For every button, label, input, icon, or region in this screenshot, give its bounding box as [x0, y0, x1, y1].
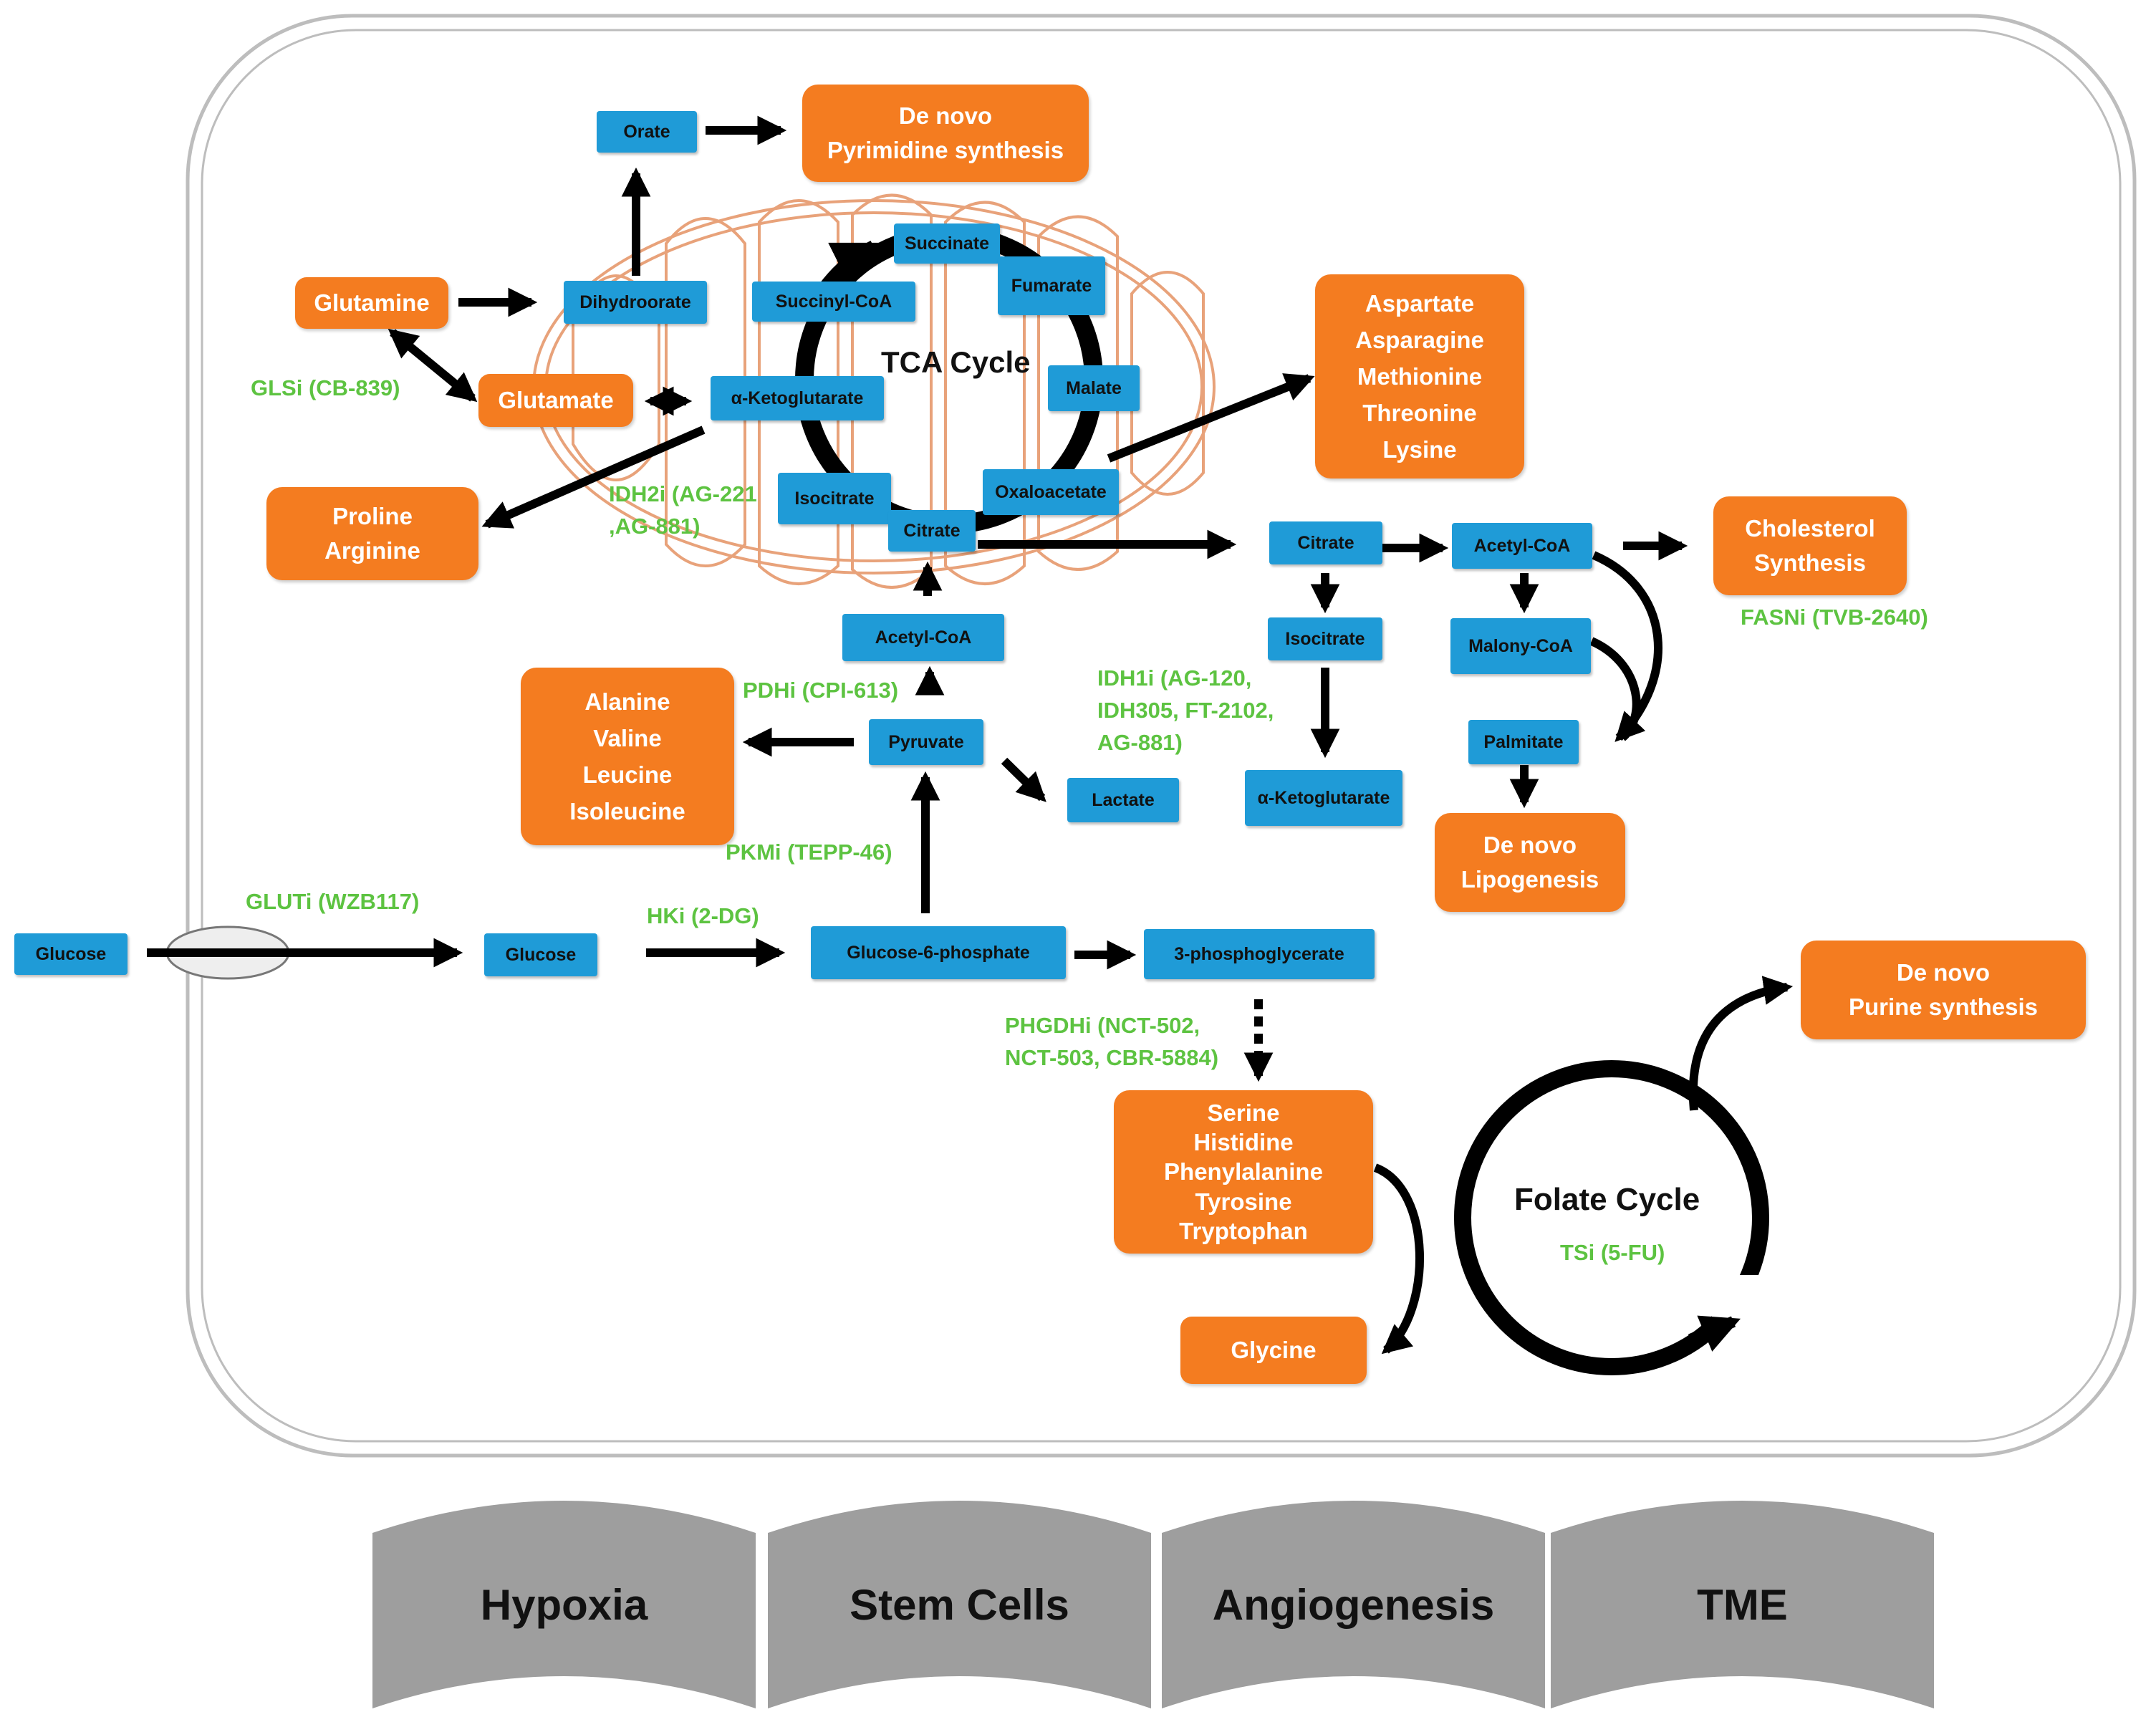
folate-cycle-label: Folate Cycle: [1514, 1182, 1700, 1217]
glutamine-box: Glutamine: [295, 277, 448, 329]
pyrimidine-synthesis-box: De novo Pyrimidine synthesis: [802, 85, 1089, 182]
hki-label: HKi (2-DG): [647, 903, 759, 928]
pathway-arrows: [147, 115, 1688, 1082]
glutamate-box: Glutamate: [478, 374, 633, 427]
tab-tme-label: TME: [1697, 1580, 1788, 1629]
glucose-6-phosphate-box: Glucose-6-phosphate: [811, 926, 1066, 979]
pyrimidine-line-1: De novo: [898, 102, 993, 130]
valine-label: Valine: [593, 724, 662, 751]
folate-cycle-ring: [1454, 1060, 1769, 1375]
fasni-label: FASNi (TVB-2640): [1741, 605, 1928, 630]
tab-hypoxia-label: Hypoxia: [480, 1580, 648, 1629]
oxaloacetate-box: Oxaloacetate: [983, 469, 1119, 515]
arginine-label: Arginine: [324, 537, 420, 564]
pkmi-label: PKMi (TEPP-46): [726, 840, 892, 865]
cholesterol-synthesis-box: Cholesterol Synthesis: [1713, 496, 1907, 595]
glsi-label: GLSi (CB-839): [251, 375, 400, 400]
malate-box: Malate: [1048, 365, 1140, 411]
methionine-label: Methionine: [1357, 362, 1483, 390]
proline-label: Proline: [332, 503, 413, 530]
tab-stem-cells: Stem Cells: [768, 1501, 1151, 1708]
isoleucine-label: Isoleucine: [569, 798, 685, 825]
cholesterol-line-1: Cholesterol: [1745, 515, 1875, 542]
idh1i-label: IDH1i (AG-120, IDH305, FT-2102, AG-881): [1097, 663, 1274, 759]
lipogenesis-box: De novo Lipogenesis: [1435, 813, 1625, 912]
glucose-intracellular-box: Glucose: [484, 933, 597, 976]
leucine-label: Leucine: [582, 761, 673, 788]
tab-angiogenesis-label: Angiogenesis: [1212, 1580, 1495, 1629]
cholesterol-line-2: Synthesis: [1754, 549, 1866, 576]
isocitrate-mito-box: Isocitrate: [778, 473, 891, 524]
histidine-label: Histidine: [1193, 1129, 1294, 1156]
tab-angiogenesis: Angiogenesis: [1162, 1501, 1545, 1708]
succinyl-coa-box: Succinyl-CoA: [752, 282, 915, 322]
isocitrate-cyto-box: Isocitrate: [1268, 617, 1382, 660]
asparagine-label: Asparagine: [1355, 326, 1484, 353]
aspartate-label: Aspartate: [1365, 289, 1475, 317]
alanine-label: Alanine: [584, 688, 670, 715]
glycine-box: Glycine: [1180, 1317, 1367, 1384]
pdhi-label: PDHi (CPI-613): [743, 678, 899, 703]
orate-box: Orate: [597, 111, 697, 153]
phgdhi-label: PHGDHi (NCT-502, NCT-503, CBR-5884): [1005, 1010, 1218, 1074]
purine-line-2: Purine synthesis: [1848, 994, 2039, 1020]
idh2i-line-1: IDH2i (AG-221: [609, 481, 757, 506]
tab-tme: TME: [1551, 1501, 1934, 1708]
lysine-label: Lysine: [1382, 436, 1457, 463]
idh1i-line-3: AG-881): [1097, 729, 1183, 755]
idh2i-label: IDH2i (AG-221 ,AG-881): [609, 479, 757, 543]
lipogenesis-line-2: Lipogenesis: [1460, 866, 1599, 893]
tsi-label: TSi (5-FU): [1560, 1240, 1665, 1265]
pyrimidine-line-2: Pyrimidine synthesis: [827, 137, 1064, 163]
purine-line-1: De novo: [1896, 959, 1991, 986]
proline-arginine-box: Proline Arginine: [266, 487, 478, 580]
pyruvate-box: Pyruvate: [869, 719, 983, 765]
tryptophan-label: Tryptophan: [1179, 1217, 1308, 1244]
acetyl-coa-mito-box: Acetyl-CoA: [842, 614, 1004, 661]
idh2i-line-2: ,AG-881): [609, 513, 701, 539]
dashed-arrow-stems: [921, 809, 1263, 1053]
phgdhi-line-2: NCT-503, CBR-5884): [1005, 1044, 1219, 1070]
serine-label: Serine: [1207, 1099, 1280, 1126]
malonyl-coa-box: Malony-CoA: [1450, 618, 1591, 674]
gluti-label: GLUTi (WZB117): [246, 889, 420, 914]
idh1i-line-2: IDH305, FT-2102,: [1097, 697, 1274, 723]
aspartate-group-box: Aspartate Asparagine Methionine Threonin…: [1315, 274, 1524, 479]
cell-membrane-inner: [201, 29, 2122, 1443]
palmitate-box: Palmitate: [1468, 720, 1579, 764]
phenylalanine-label: Phenylalanine: [1164, 1158, 1323, 1186]
acetyl-coa-cyto-box: Acetyl-CoA: [1452, 523, 1592, 569]
tab-stem-cells-label: Stem Cells: [850, 1580, 1069, 1629]
cell-membrane-outer: [186, 14, 2137, 1458]
folate-cycle-arrow: [1688, 1315, 1741, 1352]
curved-arrows: [1373, 551, 1794, 1355]
alpha-ketoglutarate-mito-box: α-Ketoglutarate: [711, 376, 884, 420]
lipogenesis-line-1: De novo: [1483, 832, 1577, 859]
lactate-box: Lactate: [1067, 778, 1179, 822]
tca-cycle-label: TCA Cycle: [881, 345, 1031, 379]
tyrosine-label: Tyrosine: [1195, 1188, 1292, 1215]
purine-synthesis-box: De novo Purine synthesis: [1801, 941, 2086, 1039]
citrate-cyto-box: Citrate: [1269, 521, 1382, 564]
fumarate-box: Fumarate: [998, 256, 1105, 315]
tab-hypoxia: Hypoxia: [372, 1501, 756, 1708]
idh1i-line-1: IDH1i (AG-120,: [1097, 665, 1252, 691]
glucose-extracellular-box: Glucose: [14, 933, 127, 975]
serine-group-box: Serine Histidine Phenylalanine Tyrosine …: [1114, 1090, 1373, 1254]
phgdhi-line-1: PHGDHi (NCT-502,: [1005, 1013, 1200, 1038]
citrate-mito-box: Citrate: [888, 510, 976, 552]
alpha-ketoglutarate-cyto-box: α-Ketoglutarate: [1245, 770, 1402, 826]
dihydroorate-box: Dihydroorate: [564, 281, 707, 324]
succinate-box: Succinate: [894, 223, 1000, 264]
bcaa-box: Alanine Valine Leucine Isoleucine: [521, 668, 734, 845]
3-phosphoglycerate-box: 3-phosphoglycerate: [1144, 929, 1375, 979]
threonine-label: Threonine: [1362, 400, 1477, 427]
